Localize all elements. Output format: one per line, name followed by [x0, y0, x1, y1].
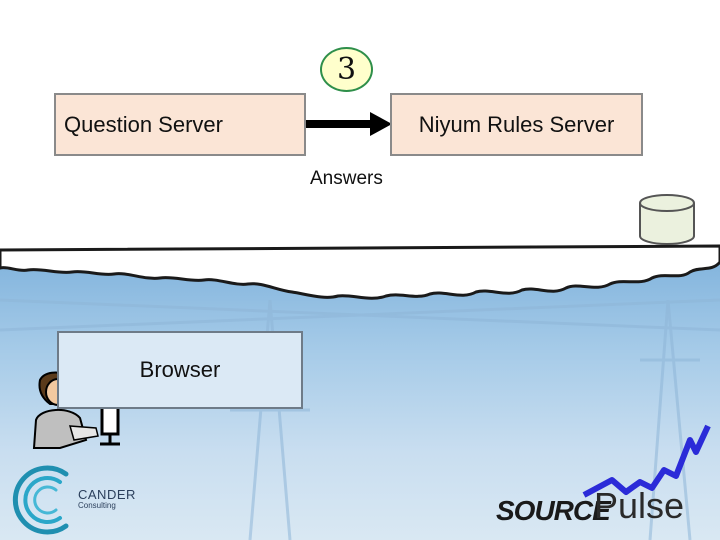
arrow-icon	[306, 112, 392, 136]
cloud-band	[0, 244, 720, 300]
browser-box: Browser	[57, 331, 303, 409]
sourcepulse-logo-icon: SOURCE	[496, 424, 711, 526]
cander-tagline: Consulting	[78, 501, 116, 510]
answers-label: Answers	[310, 168, 383, 189]
cander-name: CANDER	[78, 487, 136, 502]
browser-label: Browser	[139, 357, 221, 382]
niyum-rules-server-box: Niyum Rules Server	[390, 93, 643, 156]
cander-logo-icon	[12, 465, 69, 535]
step-number-badge: 3	[320, 47, 373, 92]
sourcepulse-source-text: SOURCE	[496, 495, 612, 526]
sourcepulse-pulse-text: Pulse	[594, 485, 685, 526]
niyum-rules-server-label: Niyum Rules Server	[418, 111, 615, 137]
database-icon	[639, 194, 695, 245]
step-number: 3	[336, 52, 357, 87]
question-server-box: Question Server	[54, 93, 306, 156]
question-server-label: Question Server	[64, 111, 223, 137]
